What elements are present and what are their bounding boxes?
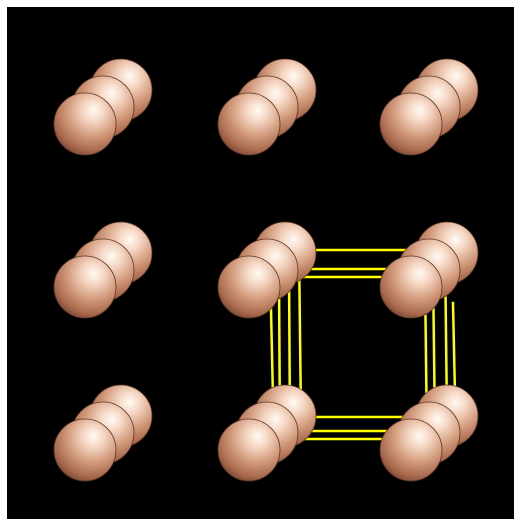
- atom-sphere: [53, 418, 117, 482]
- atom-stack-r1-c2: [217, 58, 317, 156]
- lattice-viewport: [7, 7, 514, 519]
- atom-stack-r2-c2: [217, 221, 317, 319]
- atom-stack-r1-c1: [53, 58, 153, 156]
- atom-sphere: [53, 255, 117, 319]
- atom-stack-r2-c3: [379, 221, 479, 319]
- atom-stack-r3-c3: [379, 384, 479, 482]
- atom-sphere: [217, 255, 281, 319]
- cell-edge-right-outer: [451, 301, 457, 397]
- atom-sphere: [217, 92, 281, 156]
- atom-stack-r2-c1: [53, 221, 153, 319]
- atom-sphere: [217, 418, 281, 482]
- atom-sphere: [53, 92, 117, 156]
- atom-sphere: [379, 418, 443, 482]
- cell-edge-left-outer: [269, 307, 275, 401]
- atoms-layer: [53, 58, 479, 482]
- atom-stack-r1-c3: [379, 58, 479, 156]
- atom-sphere: [379, 92, 443, 156]
- lattice-render: [53, 58, 479, 482]
- atom-stack-r3-c1: [53, 384, 153, 482]
- atom-sphere: [379, 255, 443, 319]
- atom-stack-r3-c2: [217, 384, 317, 482]
